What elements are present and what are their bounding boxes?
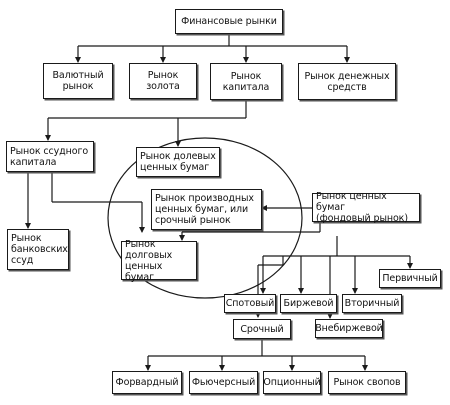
node-gold-market: Рынок золота xyxy=(129,63,197,99)
node-equity-securities-market: Рынок долевых ценных бумаг xyxy=(136,147,220,177)
node-primary: Первичный xyxy=(379,269,441,288)
node-money-market: Рынок денежных средств xyxy=(298,63,396,100)
node-securities-market: Рынок ценных бумаг (фондовый рынок) xyxy=(312,191,420,224)
node-futures: Фьючерсный xyxy=(189,371,258,394)
node-exchange: Биржевой xyxy=(280,294,337,313)
node-secondary: Вторичный xyxy=(342,294,402,313)
node-otc: Внебиржевой xyxy=(315,319,383,338)
node-currency-market: Валютный рынок xyxy=(43,63,113,99)
node-financial-markets: Финансовые рынки xyxy=(175,9,283,34)
node-derivatives-market: Рынок производных ценных бумаг, или сроч… xyxy=(151,189,262,230)
node-capital-market: Рынок капитала xyxy=(210,63,282,100)
node-futures-term: Срочный xyxy=(233,319,291,339)
node-loan-capital-market: Рынок ссудного капитала xyxy=(6,141,94,172)
node-spot: Спотовый xyxy=(224,294,276,313)
node-bank-loans-market: Рынок банковских ссуд xyxy=(7,229,69,270)
node-swaps: Рынок свопов xyxy=(328,371,406,394)
node-debt-securities-market: Рынок долговых ценных бумаг xyxy=(121,239,197,283)
node-forward: Форвардный xyxy=(112,371,182,394)
node-options: Опционный xyxy=(263,371,321,394)
